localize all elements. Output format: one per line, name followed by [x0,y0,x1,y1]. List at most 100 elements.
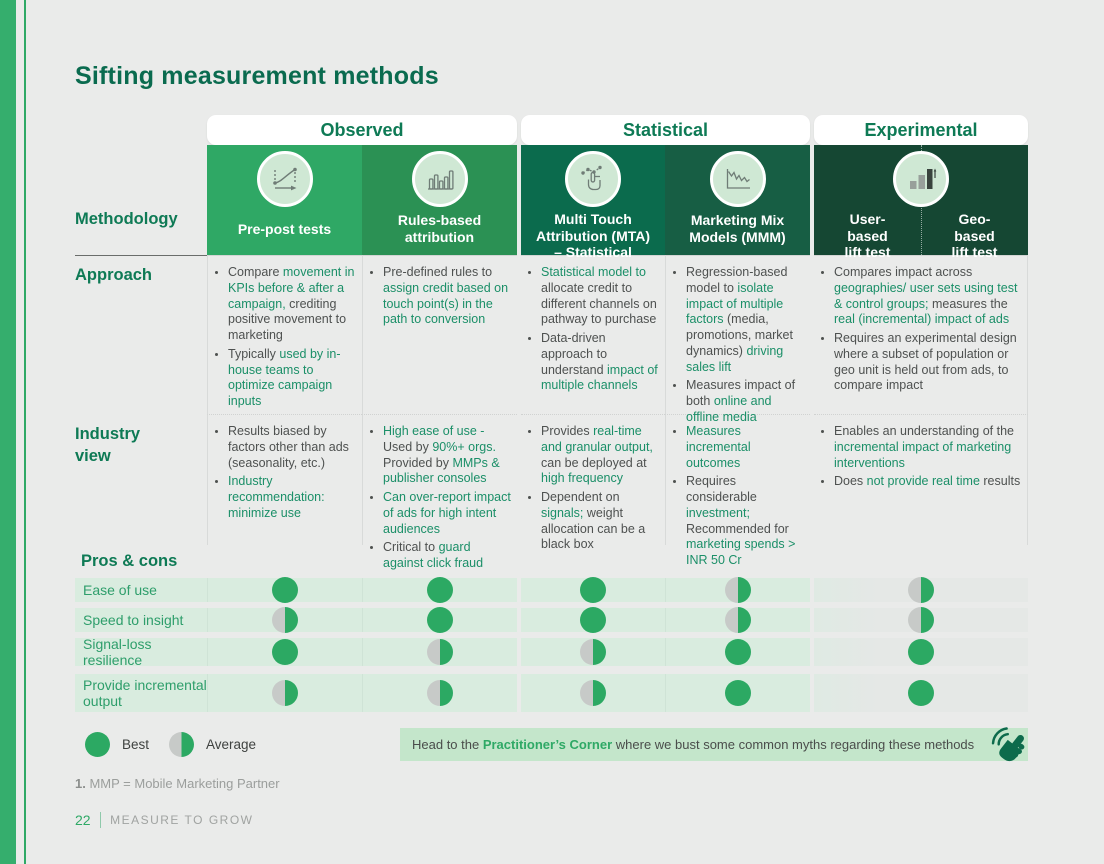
rating-cell [521,607,665,633]
rating-cell [665,674,810,712]
trend-line-icon [709,151,766,207]
footer-title: MEASURE TO GROW [110,813,254,827]
group-header-row: Observed Statistical Experimental [75,115,1028,145]
approach-row: Approach Compare movement in KPIs before… [75,255,1028,424]
rating-cell [207,674,362,712]
industry-view-row: Industry view Results biased by factors … [75,415,1028,570]
row-label-methodology: Methodology [75,210,178,228]
group-header-observed: Observed [207,115,517,145]
column-label-user-lift: User- based lift test [844,211,891,261]
rating-legend: Best Average [85,732,256,757]
rating-cell [814,674,1028,712]
legend-item-average: Average [169,732,256,757]
average-rating-dot [725,607,751,633]
average-rating-icon [169,732,195,757]
line-chart-icon [256,151,313,207]
legend-label-best: Best [122,737,150,752]
rating-row-label: Signal-loss resilience [75,636,207,668]
rating-cell [665,638,810,666]
average-rating-dot [908,607,934,633]
lift-bars-icon [893,151,949,207]
rating-cell [665,607,810,633]
rating-cell [362,577,517,603]
approach-cell-rules: Pre-defined rules to assign credit based… [362,255,517,415]
average-rating-dot [272,607,298,633]
rating-row-speed-to-insight: Speed to insight [75,607,1028,633]
rating-cell [521,674,665,712]
average-rating-dot [580,680,606,706]
footer-divider [99,812,102,828]
rating-cell [665,577,810,603]
industry-cell-mta: Provides real-time and granular output, … [521,415,665,551]
legend-item-best: Best [85,732,149,757]
rating-cell [207,638,362,666]
rating-row-ease-of-use: Ease of use [75,577,1028,603]
approach-cell-mmm: Regression-based model to isolate impact… [665,255,810,424]
legend-label-average: Average [206,737,257,752]
approach-cell-mta: Statistical model to allocate credit to … [521,255,665,415]
best-rating-dot [908,639,934,665]
approach-cell-prepost: Compare movement in KPIs before & after … [207,255,362,415]
page-title: Sifting measurement methods [75,62,439,90]
column-header-rules: Rules-based attribution [362,145,517,255]
column-header-mta: Multi Touch Attribution (MTA) – Statisti… [521,145,665,260]
rating-row-label: Speed to insight [75,608,207,632]
row-label-industry-view: Industry view [75,425,141,466]
best-rating-dot [272,577,298,603]
rating-row-label: Ease of use [75,578,207,602]
callout-text: Head to the Practitioner’s Corner where … [412,737,975,752]
approach-cell-experimental: Compares impact across geographies/ user… [814,255,1028,415]
average-rating-dot [580,639,606,665]
average-rating-dot [427,639,453,665]
rating-cell [521,638,665,666]
best-rating-dot [725,680,751,706]
column-header-experimental: User- based lift test Geo- based lift te… [814,145,1028,260]
page-footer: 22 MEASURE TO GROW [75,812,253,828]
best-rating-dot [427,577,453,603]
practitioners-corner-link[interactable]: Practitioner’s Corner [482,737,613,752]
average-rating-dot [272,680,298,706]
rating-cell [814,638,1028,666]
best-rating-dot [580,607,606,633]
column-label-geo-lift: Geo- based lift test [951,211,998,261]
page-number: 22 [75,812,91,828]
touch-attribution-icon [565,151,621,207]
column-label-rules: Rules-based attribution [397,212,482,245]
rating-row-signal-loss-resilience: Signal-loss resilience [75,636,1028,668]
industry-cell-prepost: Results biased by factors other than ads… [207,415,362,545]
rating-cell [521,577,665,603]
best-rating-dot [725,639,751,665]
industry-cell-mmm: Measures incremental outcomesRequires co… [665,415,810,567]
rating-row-label: Provide incremental output [75,674,207,712]
group-header-experimental: Experimental [814,115,1028,145]
average-rating-dot [427,680,453,706]
column-label-mmm: Marketing Mix Models (MMM) [689,212,786,245]
rating-cell [362,638,517,666]
rating-cell [814,607,1028,633]
column-header-geo-lift: Geo- based lift test [921,207,1028,271]
group-header-statistical: Statistical [521,115,810,145]
average-rating-dot [908,577,934,603]
rating-cell [362,674,517,712]
method-header-row: Methodology Pre-post tests [75,145,1028,260]
industry-cell-experimental: Enables an understanding of the incremen… [814,415,1028,545]
best-rating-icon [85,732,110,757]
industry-cell-rules: High ease of use - Used by 90%+ orgs. Pr… [362,415,517,570]
best-rating-dot [580,577,606,603]
column-label-mta: Multi Touch Attribution (MTA) – Statisti… [535,211,651,261]
row-label-approach: Approach [75,255,207,415]
rating-cell [814,577,1028,603]
average-rating-dot [725,577,751,603]
click-hand-icon [991,727,1025,762]
column-label-prepost: Pre-post tests [237,220,332,237]
rating-cell [207,577,362,603]
practitioners-corner-callout[interactable]: Head to the Practitioner’s Corner where … [400,727,1028,762]
left-accent-line [24,0,26,864]
column-header-user-lift: User- based lift test [814,207,921,271]
rating-cell [362,607,517,633]
rating-row-provide-incremental-output: Provide incremental output [75,674,1028,712]
bar-chart-icon [411,151,468,207]
footnote-number: 1. [75,776,86,791]
best-rating-dot [908,680,934,706]
best-rating-dot [427,607,453,633]
